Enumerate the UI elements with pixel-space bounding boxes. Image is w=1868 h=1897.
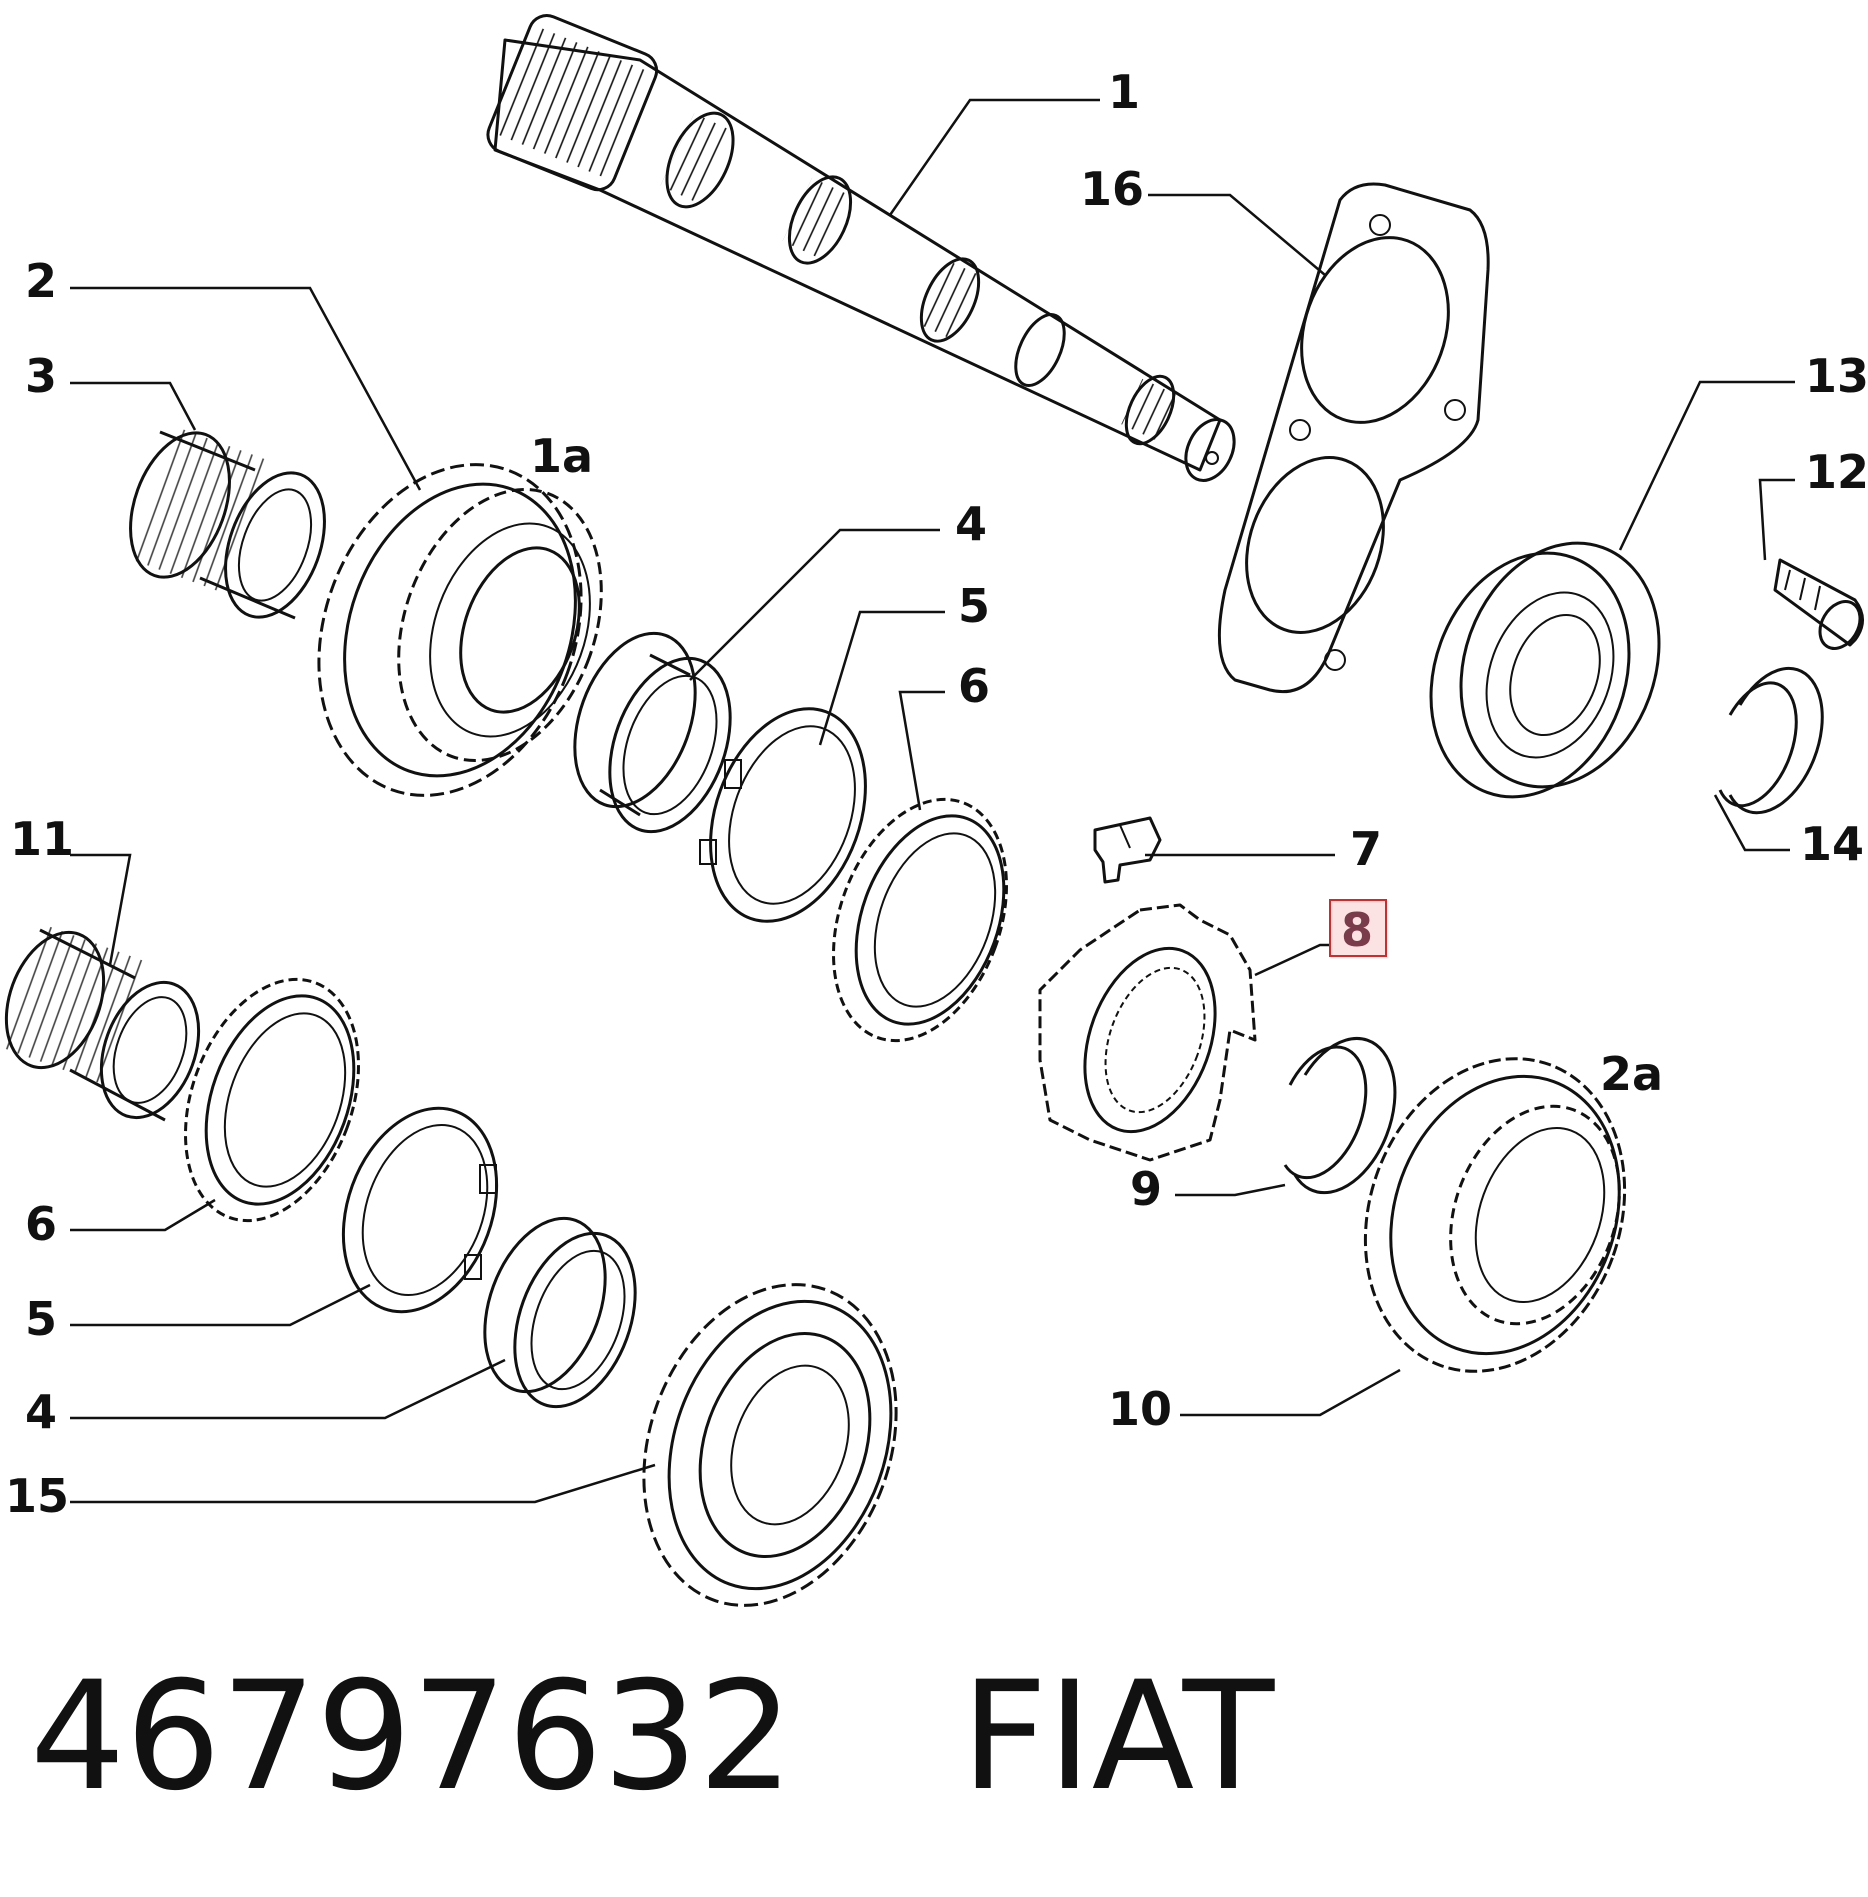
needle-bearing-part-3 [129, 427, 326, 620]
circlip-part-9 [1283, 1036, 1397, 1195]
screw-part-12 [1773, 558, 1864, 650]
callout-1a: 1a [530, 429, 593, 483]
toothed-ring-part-6-lower [184, 977, 360, 1223]
synchro-ring-part-5-upper [699, 707, 867, 923]
key-part-7 [1093, 816, 1162, 884]
leader-lines [70, 98, 1795, 1504]
callout-15: 15 [5, 1469, 69, 1523]
needle-bearing-part-11 [1, 925, 201, 1122]
callout-2: 2 [25, 254, 57, 308]
snap-ring-part-14 [1718, 666, 1824, 815]
callout-2a: 2a [1600, 1047, 1663, 1101]
callout-7: 7 [1350, 822, 1382, 876]
callout-12: 12 [1805, 445, 1868, 499]
callout-16: 16 [1080, 162, 1144, 216]
gear-part-15 [642, 1283, 898, 1607]
callout-labels: 1 16 2 3 1a 4 5 6 7 8 9 10 2a 13 12 14 1… [5, 65, 1868, 1523]
brand-name: FIAT [961, 1650, 1275, 1824]
part-number: 46797632 [30, 1650, 794, 1824]
callout-9: 9 [1130, 1162, 1162, 1216]
callout-8: 8 [1341, 903, 1373, 957]
callout-11: 11 [10, 812, 74, 866]
callout-6-lower: 6 [25, 1197, 57, 1251]
ball-bearing-part-13 [1429, 541, 1661, 799]
bearing-plate-part-16 [1217, 182, 1490, 694]
synchro-cone-part-4-lower [483, 1216, 637, 1409]
synchro-hub-part-8 [1038, 903, 1257, 1162]
callout-1: 1 [1108, 65, 1140, 119]
gear-part-2 [317, 463, 603, 797]
callout-4-lower: 4 [25, 1385, 57, 1439]
part-caption: 46797632 FIAT [30, 1650, 1274, 1824]
callout-3: 3 [25, 349, 57, 403]
main-shaft-part-1 [486, 14, 1236, 482]
callout-6-upper: 6 [958, 659, 990, 713]
callout-10: 10 [1108, 1382, 1172, 1436]
toothed-ring-part-6-upper [832, 797, 1008, 1043]
callout-14: 14 [1800, 817, 1864, 871]
callout-8-highlight-box [1329, 899, 1387, 957]
callout-5-lower: 5 [25, 1292, 57, 1346]
synchro-cone-part-4-upper [573, 631, 732, 834]
callout-4-upper: 4 [955, 497, 987, 551]
synchro-ring-part-5-lower [341, 1106, 499, 1314]
callout-13: 13 [1805, 349, 1868, 403]
sliding-sleeve-part-10 [1363, 1057, 1627, 1373]
callout-5-upper: 5 [958, 579, 990, 633]
